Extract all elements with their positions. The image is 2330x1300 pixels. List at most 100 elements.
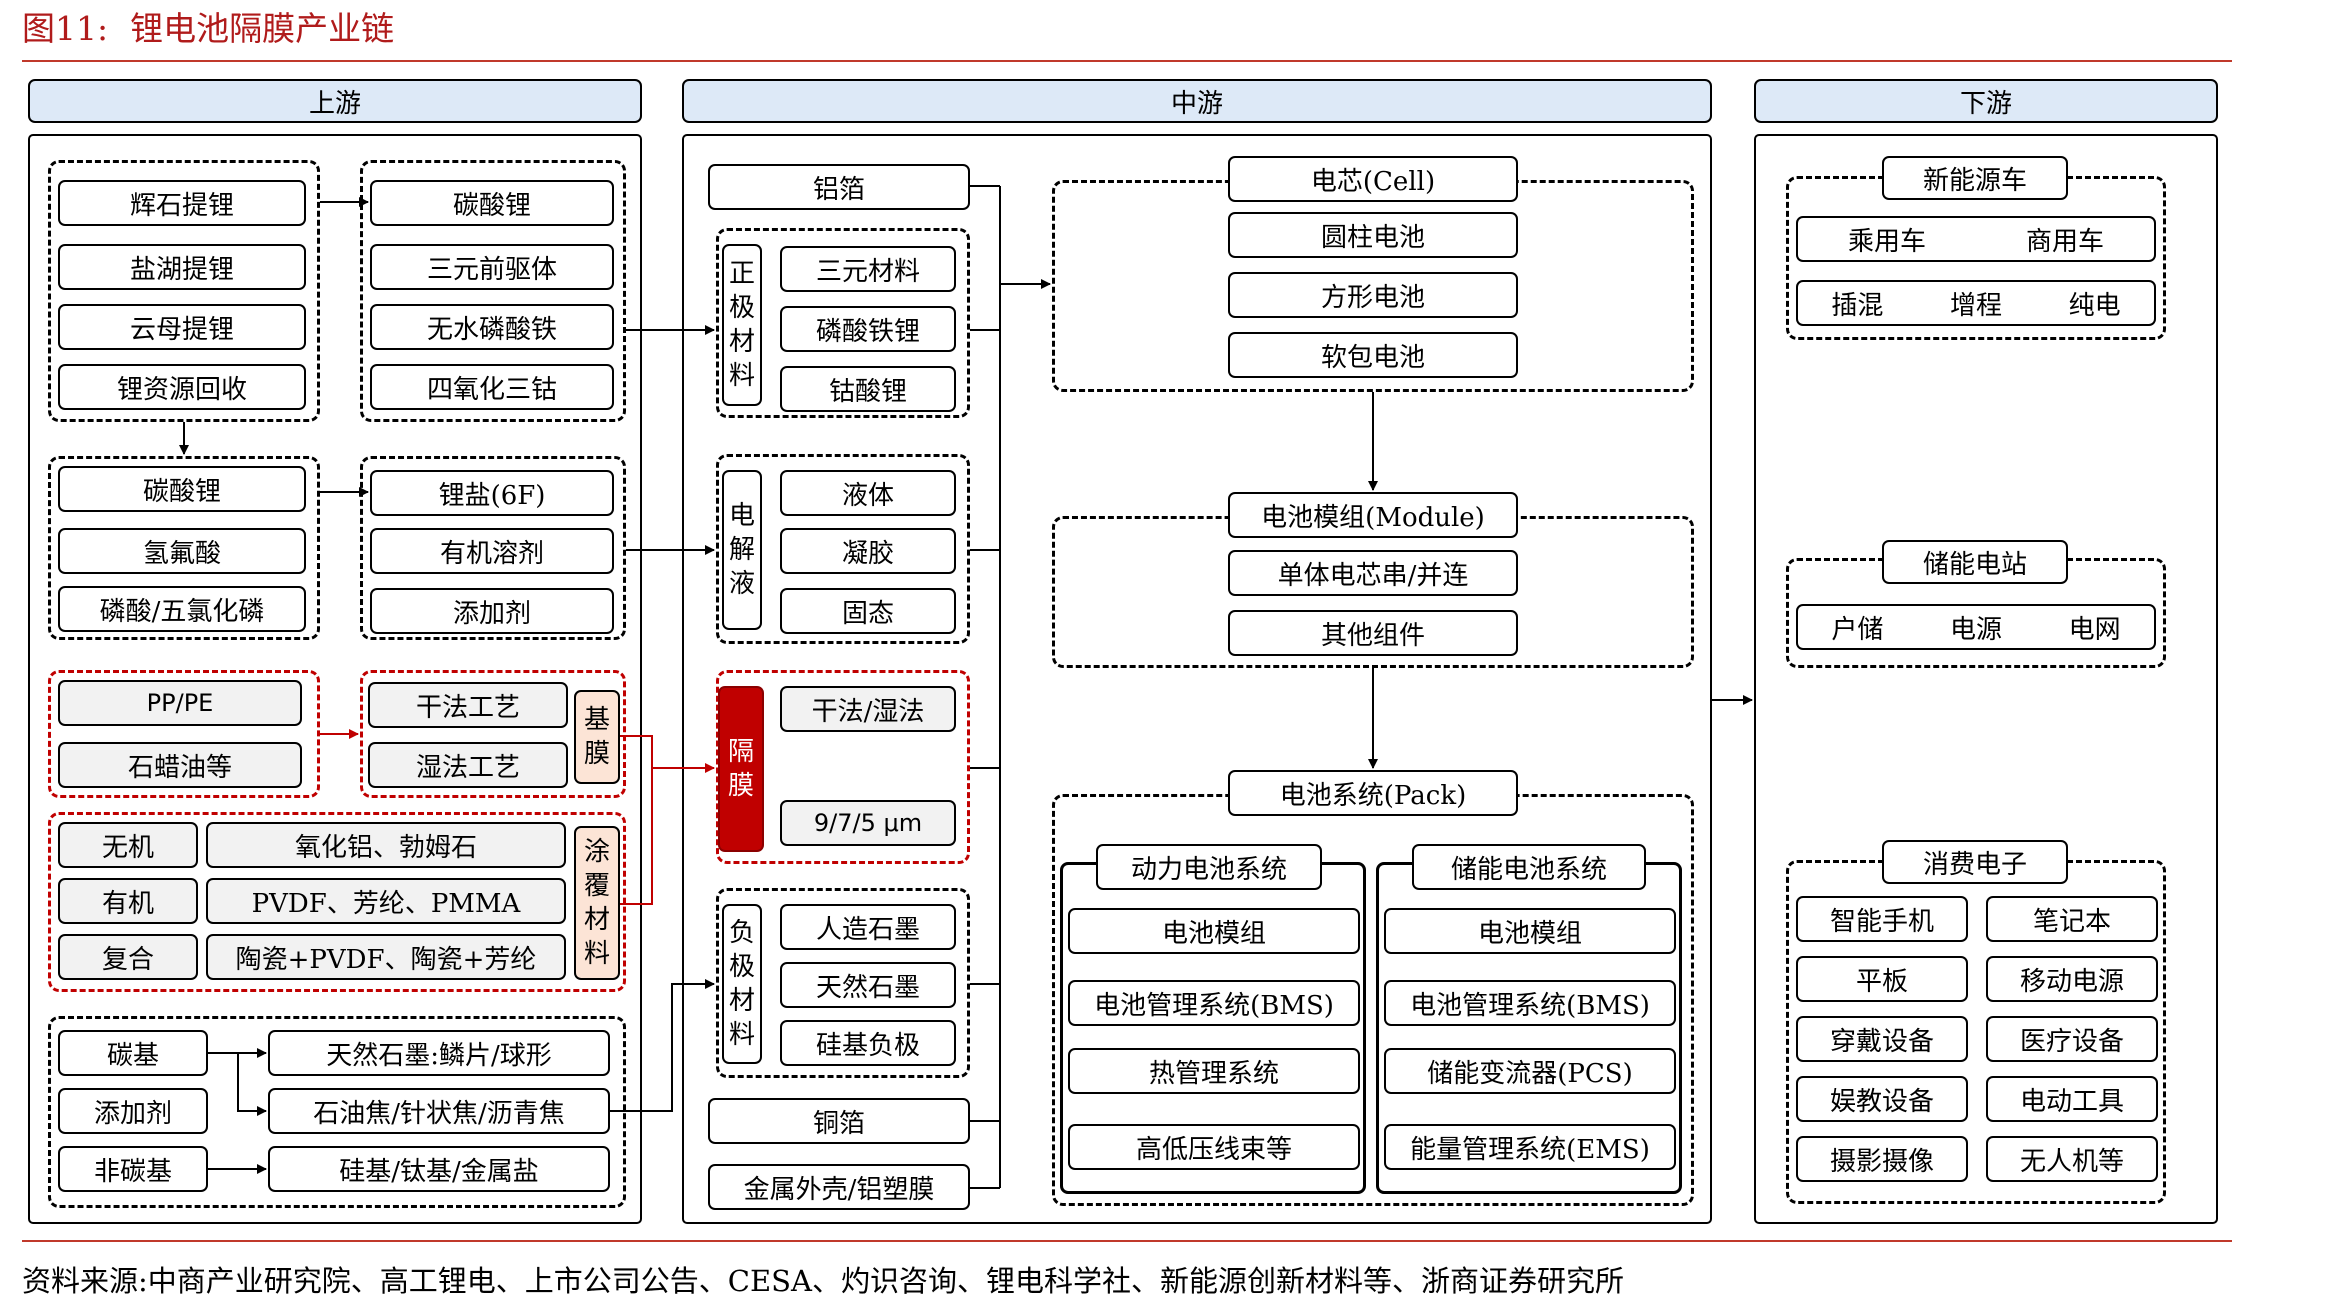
power-thermal: 热管理系统 bbox=[1068, 1048, 1360, 1094]
separator-thickness: 9/7/5 μm bbox=[780, 800, 956, 846]
consumer-camera: 摄影摄像 bbox=[1796, 1136, 1968, 1182]
midstream-header: 中游 bbox=[682, 79, 1712, 123]
anode-natural-graphite-mid: 天然石墨 bbox=[780, 962, 956, 1008]
anode-raw-carbon: 碳基 bbox=[58, 1030, 208, 1076]
nev-phev: 插混 bbox=[1831, 290, 1884, 321]
cathode-lfp: 磷酸铁锂 bbox=[780, 306, 956, 352]
separator-label: 隔膜 bbox=[718, 686, 764, 852]
upstream-panel bbox=[28, 134, 642, 1224]
figure-title-text: 锂电池隔膜产业链 bbox=[130, 9, 395, 48]
lithium-extraction-group bbox=[48, 160, 320, 422]
consumer-edutainment: 娱教设备 bbox=[1796, 1076, 1968, 1122]
coating-type-organic: 有机 bbox=[58, 878, 198, 924]
consumer-medical: 医疗设备 bbox=[1986, 1016, 2158, 1062]
electrolyte-raw-group bbox=[48, 456, 320, 640]
cathode-ternary: 三元材料 bbox=[780, 246, 956, 292]
upstream-header: 上游 bbox=[28, 79, 642, 123]
top-rule bbox=[22, 60, 2232, 62]
precursor-lithium-carbonate: 碳酸锂 bbox=[370, 180, 614, 226]
electrolyte-raw-phosphoric: 磷酸/五氯化磷 bbox=[58, 586, 306, 632]
storage-station-row: 户储电源电网 bbox=[1796, 604, 2156, 650]
base-wet-process: 湿法工艺 bbox=[368, 742, 568, 788]
base-film-label: 基膜 bbox=[574, 690, 620, 784]
electrolyte-input-group bbox=[360, 456, 626, 640]
consumer-title: 消费电子 bbox=[1882, 840, 2068, 884]
anode-group bbox=[716, 888, 970, 1078]
electrolyte-liquid: 液体 bbox=[780, 470, 956, 516]
cell-pouch: 软包电池 bbox=[1228, 332, 1518, 378]
separator-group bbox=[716, 670, 970, 864]
separator-process: 干法/湿法 bbox=[780, 686, 956, 732]
storage-bms: 电池管理系统(BMS) bbox=[1384, 980, 1676, 1026]
anode-petroleum-coke: 石油焦/针状焦/沥青焦 bbox=[268, 1088, 610, 1134]
storage-module: 电池模组 bbox=[1384, 908, 1676, 954]
cathode-group bbox=[716, 228, 970, 418]
arrow-carbon-to-coke bbox=[237, 1053, 267, 1116]
cell-prismatic: 方形电池 bbox=[1228, 272, 1518, 318]
cathode-precursor-group bbox=[360, 160, 626, 422]
electrolyte-solid: 固态 bbox=[780, 588, 956, 634]
electrolyte-lithium-salt: 锂盐(6F) bbox=[370, 470, 614, 516]
anode-artificial-graphite: 人造石墨 bbox=[780, 904, 956, 950]
module-title: 电池模组(Module) bbox=[1228, 492, 1518, 538]
extraction-mica: 云母提锂 bbox=[58, 304, 306, 350]
consumer-laptop: 笔记本 bbox=[1986, 896, 2158, 942]
storage-power-source: 电源 bbox=[1949, 614, 2002, 645]
anode-natural-graphite: 天然石墨:鳞片/球形 bbox=[268, 1030, 610, 1076]
aluminum-foil: 铝箔 bbox=[708, 164, 970, 210]
line-coating-to-separator bbox=[620, 768, 653, 905]
bottom-rule bbox=[22, 1240, 2232, 1242]
coating-label: 涂覆材料 bbox=[574, 826, 620, 980]
consumer-power-bank: 移动电源 bbox=[1986, 956, 2158, 1002]
base-process-group bbox=[360, 670, 626, 798]
coating-type-inorganic: 无机 bbox=[58, 822, 198, 868]
downstream-header: 下游 bbox=[1754, 79, 2218, 123]
electrolyte-organic-solvent: 有机溶剂 bbox=[370, 528, 614, 574]
nev-erev: 增程 bbox=[1949, 290, 2002, 321]
power-bms: 电池管理系统(BMS) bbox=[1068, 980, 1360, 1026]
storage-system-title: 储能电池系统 bbox=[1412, 844, 1646, 890]
consumer-tablet: 平板 bbox=[1796, 956, 1968, 1002]
consumer-smartphone: 智能手机 bbox=[1796, 896, 1968, 942]
anode-silicon: 硅基负极 bbox=[780, 1020, 956, 1066]
electrolyte-group bbox=[716, 454, 970, 644]
precursor-ternary: 三元前驱体 bbox=[370, 244, 614, 290]
casing: 金属外壳/铝塑膜 bbox=[708, 1164, 970, 1210]
coating-material-organic: PVDF、芳纶、PMMA bbox=[206, 878, 566, 924]
nev-commercial: 商用车 bbox=[2025, 226, 2104, 257]
midstream-panel bbox=[682, 134, 1712, 1224]
power-module: 电池模组 bbox=[1068, 908, 1360, 954]
coating-material-inorganic: 氧化铝、勃姆石 bbox=[206, 822, 566, 868]
base-dry-process: 干法工艺 bbox=[368, 682, 568, 728]
arrow-base-to-separator bbox=[620, 735, 715, 773]
electrolyte-label: 电解液 bbox=[722, 470, 762, 630]
electrolyte-raw-hf: 氢氟酸 bbox=[58, 528, 306, 574]
anode-raw-additive: 添加剂 bbox=[58, 1088, 208, 1134]
extraction-recycling: 锂资源回收 bbox=[58, 364, 306, 410]
precursor-cobalt-oxide: 四氧化三钴 bbox=[370, 364, 614, 410]
nev-vehicle-row: 乘用车 商用车 bbox=[1796, 216, 2156, 262]
consumer-drone: 无人机等 bbox=[1986, 1136, 2158, 1182]
module-series-parallel: 单体电芯串/并连 bbox=[1228, 550, 1518, 596]
storage-pcs: 储能变流器(PCS) bbox=[1384, 1048, 1676, 1094]
extraction-salt-lake: 盐湖提锂 bbox=[58, 244, 306, 290]
electrolyte-raw-lithium-carbonate: 碳酸锂 bbox=[58, 466, 306, 512]
module-other-parts: 其他组件 bbox=[1228, 610, 1518, 656]
figure-title: 图11: 锂电池隔膜产业链 bbox=[22, 2, 394, 50]
arrow-anode-process-to-anode bbox=[610, 979, 715, 1112]
power-system-title: 动力电池系统 bbox=[1096, 844, 1322, 890]
copper-foil: 铜箔 bbox=[708, 1098, 970, 1144]
anode-label: 负极材料 bbox=[722, 904, 762, 1064]
figure-number: 图11: bbox=[22, 9, 109, 48]
nev-title: 新能源车 bbox=[1882, 156, 2068, 200]
anode-raw-noncarbon: 非碳基 bbox=[58, 1146, 208, 1192]
cell-title: 电芯(Cell) bbox=[1228, 156, 1518, 202]
nev-passenger: 乘用车 bbox=[1847, 226, 1926, 257]
power-harness: 高低压线束等 bbox=[1068, 1124, 1360, 1170]
electrolyte-gel: 凝胶 bbox=[780, 528, 956, 574]
precursor-iron-phosphate: 无水磷酸铁 bbox=[370, 304, 614, 350]
extraction-spodumene: 辉石提锂 bbox=[58, 180, 306, 226]
source-note: 资料来源:中商产业研究院、高工锂电、上市公司公告、CESA、灼识咨询、锂电科学社… bbox=[22, 1264, 1624, 1298]
coating-type-composite: 复合 bbox=[58, 934, 198, 980]
